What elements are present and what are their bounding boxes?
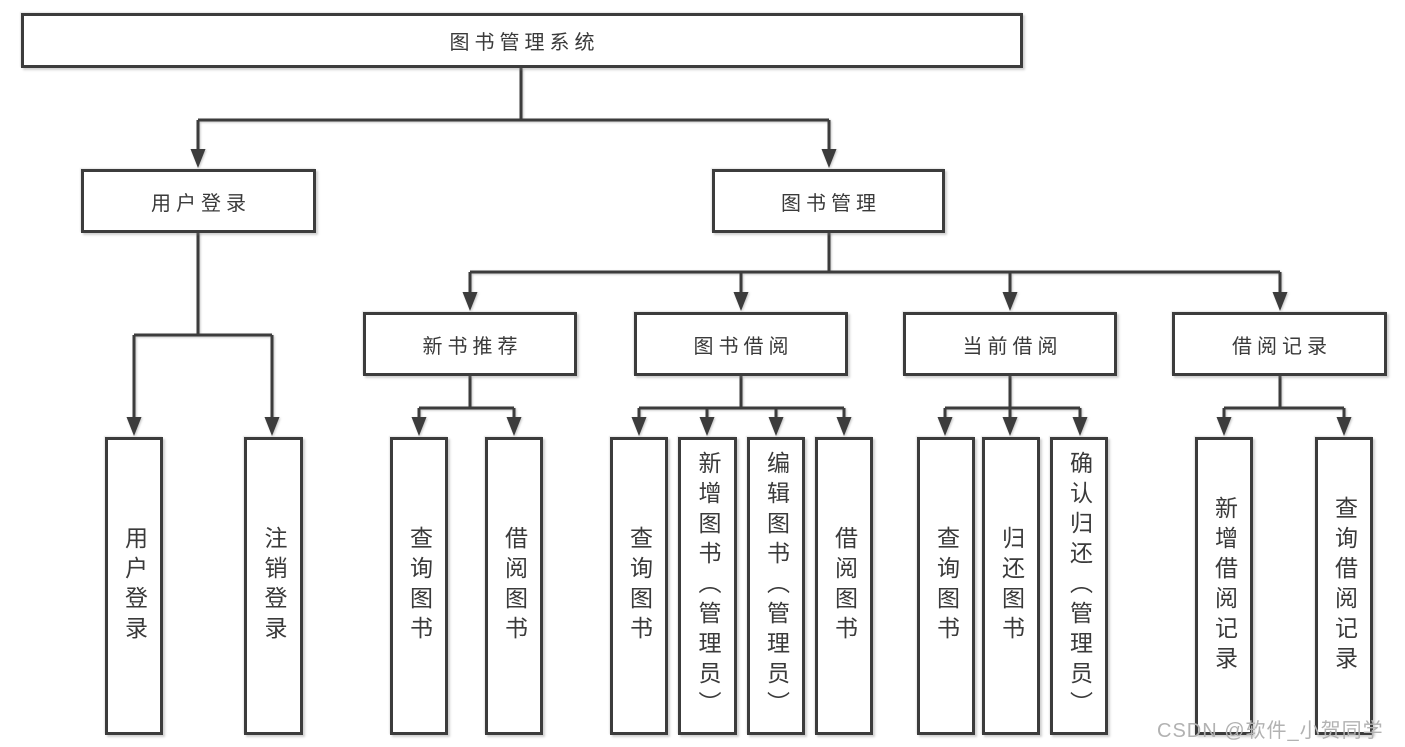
arrowhead-icon xyxy=(1002,292,1018,311)
leaf-add-books-admin: 新增图书（管理员） xyxy=(678,437,737,735)
arrowhead-icon xyxy=(1072,417,1088,436)
leaf-borrow-books: 借阅图书 xyxy=(815,437,873,735)
node-new-book-recommend: 新书推荐 xyxy=(363,312,577,376)
node-label: 图书管理 xyxy=(781,192,881,215)
arrowhead-icon xyxy=(733,292,749,311)
arrowhead-icon xyxy=(506,417,522,436)
leaf-borrow-books-recommend: 借阅图书 xyxy=(485,437,543,735)
arrowhead-icon xyxy=(411,417,427,436)
arrowhead-icon xyxy=(462,292,478,311)
node-book-management: 图书管理 xyxy=(712,169,945,233)
connector-paths xyxy=(132,68,1346,419)
arrowheads xyxy=(126,149,1352,436)
node-borrowing-records: 借阅记录 xyxy=(1172,312,1387,376)
csdn-watermark: CSDN @软件_小贺同学 xyxy=(1157,720,1384,742)
node-label: 图书管理系统 xyxy=(449,32,600,54)
node-label: 查询借阅记录 xyxy=(1331,496,1358,676)
node-label: 用户登录 xyxy=(151,192,251,215)
node-label: 查询图书 xyxy=(626,526,653,646)
arrowhead-icon xyxy=(1336,417,1352,436)
node-label: 查询图书 xyxy=(933,526,960,646)
leaf-query-books-recommend: 查询图书 xyxy=(390,437,448,735)
leaf-confirm-return-admin: 确认归还（管理员） xyxy=(1050,437,1108,735)
node-label: 借阅记录 xyxy=(1232,335,1332,358)
node-label: 查询图书 xyxy=(406,526,433,646)
leaf-user-login: 用户登录 xyxy=(105,437,163,735)
node-label: 借阅图书 xyxy=(831,526,858,646)
leaf-add-borrow-record: 新增借阅记录 xyxy=(1195,437,1253,735)
node-label: 新增图书（管理员） xyxy=(695,451,721,721)
arrowhead-icon xyxy=(126,417,142,436)
node-label: 当前借阅 xyxy=(962,335,1063,358)
arrowhead-icon xyxy=(821,149,837,168)
arrowhead-icon xyxy=(768,417,784,436)
arrowhead-icon xyxy=(190,149,206,168)
leaf-edit-books-admin: 编辑图书（管理员） xyxy=(747,437,805,735)
leaf-query-books-current: 查询图书 xyxy=(917,437,975,735)
arrowhead-icon xyxy=(1216,417,1232,436)
node-label: 新增借阅记录 xyxy=(1211,496,1238,676)
node-label: 归还图书 xyxy=(998,526,1025,646)
arrowhead-icon xyxy=(937,417,953,436)
node-user-login: 用户登录 xyxy=(81,169,316,233)
node-current-borrowing: 当前借阅 xyxy=(903,312,1117,376)
leaf-return-books: 归还图书 xyxy=(982,437,1040,735)
leaf-logout: 注销登录 xyxy=(244,437,303,735)
arrowhead-icon xyxy=(631,417,647,436)
leaf-query-borrow-record: 查询借阅记录 xyxy=(1315,437,1373,735)
node-book-borrowing: 图书借阅 xyxy=(634,312,848,376)
node-label: 用户登录 xyxy=(121,526,148,646)
node-label: 注销登录 xyxy=(261,526,287,646)
node-label: 图书借阅 xyxy=(693,335,794,358)
node-label: 新书推荐 xyxy=(422,335,523,358)
node-label: 确认归还（管理员） xyxy=(1066,451,1093,721)
arrowhead-icon xyxy=(836,417,852,436)
arrowhead-icon xyxy=(699,417,715,436)
node-label: 编辑图书（管理员） xyxy=(763,451,790,721)
arrowhead-icon xyxy=(1002,417,1018,436)
arrowhead-icon xyxy=(1272,292,1288,311)
arrowhead-icon xyxy=(264,417,280,436)
node-label: 借阅图书 xyxy=(501,526,528,646)
node-root-system: 图书管理系统 xyxy=(21,13,1023,68)
leaf-query-books-borrowing: 查询图书 xyxy=(610,437,668,735)
